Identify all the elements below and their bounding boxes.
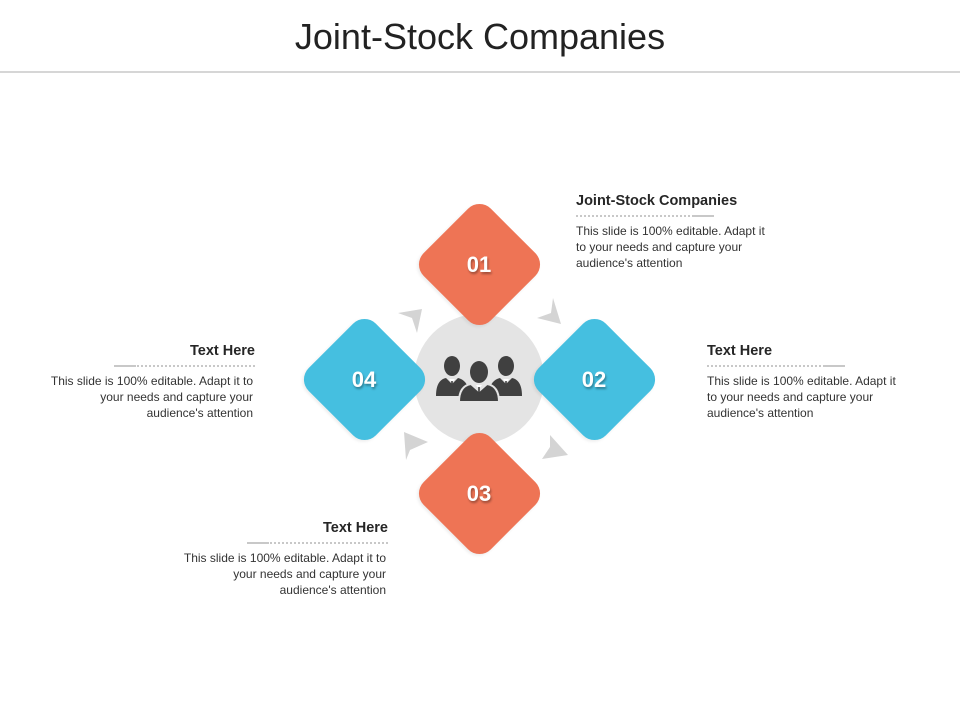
slide-title: Joint-Stock Companies: [294, 16, 666, 57]
title-divider: [0, 71, 960, 73]
text-block-01: Joint-Stock Companies This slide is 100%…: [576, 192, 781, 271]
text-block-02: Text Here This slide is 100% editable. A…: [707, 342, 912, 421]
text-block-03: Text Here This slide is 100% editable. A…: [183, 519, 388, 598]
step-02-number: 02: [581, 367, 607, 392]
arrow-icon-bottom-right: [542, 435, 568, 459]
arrow-icon-top-left: [398, 309, 422, 333]
text-block-body: This slide is 100% editable. Adapt it to…: [183, 551, 386, 597]
text-block-heading: Text Here: [707, 343, 773, 359]
people-group-icon: [436, 356, 522, 403]
heading-divider: [707, 365, 912, 367]
text-block-heading: Text Here: [322, 520, 388, 536]
arrow-icon-top-right: [537, 298, 561, 324]
text-block-heading: Text Here: [189, 343, 255, 359]
step-03-number: 03: [466, 481, 492, 506]
heading-divider: [50, 365, 255, 367]
text-block-body: This slide is 100% editable. Adapt it to…: [50, 374, 253, 420]
heading-divider: [576, 215, 781, 217]
heading-divider: [183, 542, 388, 544]
text-block-body: This slide is 100% editable. Adapt it to…: [707, 374, 896, 420]
text-block-heading: Joint-Stock Companies: [576, 193, 738, 209]
step-01-number: 01: [466, 252, 492, 277]
arrow-icon-bottom-left: [404, 432, 428, 460]
text-block-body: This slide is 100% editable. Adapt it to…: [576, 224, 765, 270]
step-04-number: 04: [351, 367, 377, 392]
text-block-04: Text Here This slide is 100% editable. A…: [50, 342, 255, 421]
